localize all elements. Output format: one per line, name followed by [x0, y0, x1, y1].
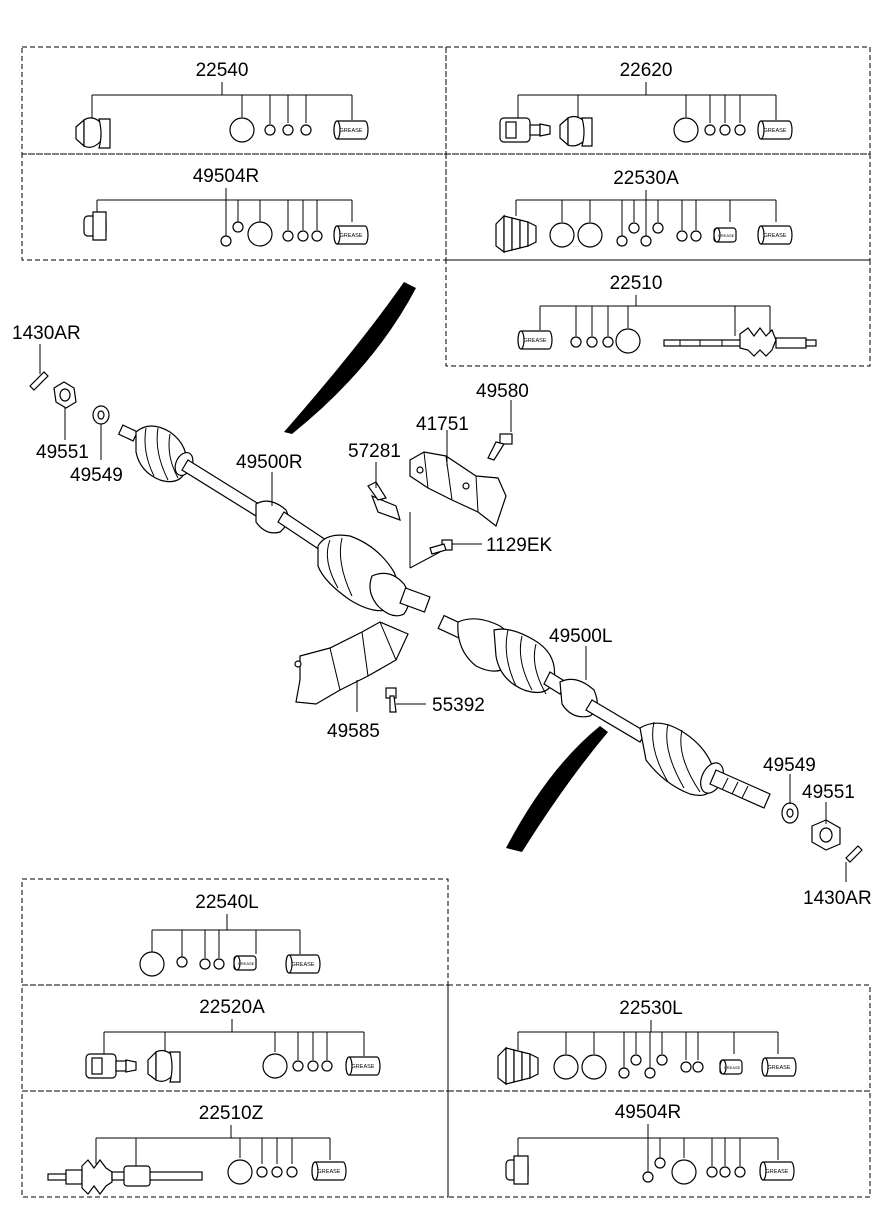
kit-label: 22620 [620, 60, 673, 81]
callout-49549-right: 49549 [763, 755, 816, 776]
grease-tube-icon [757, 120, 793, 140]
callout-49551-left: 49551 [36, 442, 89, 463]
bolt-55392[interactable] [385, 687, 397, 713]
callout-49551-right: 49551 [802, 782, 855, 803]
bolt-1129ek[interactable] [429, 539, 453, 555]
grease-tube-icon [311, 1161, 347, 1181]
bolt-49580[interactable] [487, 433, 513, 461]
kit-22620[interactable]: 22620 [499, 60, 793, 147]
kit-label: 22540 [196, 60, 249, 81]
callout-57281: 57281 [348, 441, 401, 462]
callout-49549-left: 49549 [70, 465, 123, 486]
connector-swoosh [506, 726, 608, 852]
callout-49585: 49585 [327, 721, 380, 742]
kit-label: 22530A [613, 168, 679, 189]
callout-1129ek: 1129EK [486, 535, 553, 556]
grease-tube-icon [759, 1161, 795, 1181]
callout-1430ar-top: 1430AR [12, 323, 81, 344]
grease-tube-icon [285, 954, 321, 974]
callout-49580: 49580 [476, 381, 529, 402]
nut-49551-left[interactable] [53, 381, 77, 409]
pin-1430ar-top[interactable] [29, 371, 49, 391]
bracket-41751[interactable] [409, 451, 507, 527]
bottom-kit-boxes [21, 878, 871, 1198]
callout-55392: 55392 [432, 695, 485, 716]
callout-49500r: 49500R [236, 452, 303, 473]
grease-tube-icon [517, 330, 553, 350]
kit-label: 22520A [199, 997, 265, 1018]
kit-22520a[interactable]: 22520A [85, 997, 381, 1083]
connector-swoosh [284, 282, 416, 434]
kit-label: 49504R [615, 1102, 682, 1123]
kit-label: 22510Z [199, 1103, 264, 1124]
pin-1430ar-bottom[interactable] [845, 845, 863, 863]
washer-49549-right[interactable] [781, 802, 799, 824]
kit-22530l[interactable]: 22530L [497, 998, 797, 1086]
callout-labels: 1430AR 49551 49549 49500R 57281 41751 49… [12, 323, 872, 909]
kit-label: 49504R [193, 166, 260, 187]
callout-41751: 41751 [416, 414, 469, 435]
grease-tube-icon [719, 1059, 743, 1075]
grease-tube-icon [757, 225, 793, 245]
washer-49549-left[interactable] [92, 405, 110, 425]
kit-22540l[interactable]: 22540L [139, 892, 321, 977]
kit-label: 22540L [195, 892, 258, 913]
grease-tube-icon [333, 120, 369, 140]
kit-49504r-bottom[interactable]: 49504R [505, 1102, 795, 1185]
drive-shaft-right[interactable] [117, 424, 431, 617]
drive-shaft-left[interactable] [437, 614, 771, 809]
top-kit-boxes [21, 46, 871, 367]
grease-tube-icon [333, 225, 369, 245]
kit-label: 22530L [619, 998, 682, 1019]
callout-1430ar-bottom: 1430AR [803, 888, 872, 909]
grease-tube-icon [233, 955, 257, 971]
clip-57281[interactable] [367, 481, 401, 521]
grease-tube-icon [713, 227, 737, 243]
callout-leaders [39, 344, 847, 882]
nut-49551-right[interactable] [811, 819, 841, 851]
kit-22510z[interactable]: 22510Z [47, 1103, 347, 1195]
bracket-49585[interactable] [294, 621, 409, 705]
grease-tube-icon [761, 1057, 797, 1077]
kit-22510[interactable]: 22510 [517, 273, 817, 357]
grease-tube-icon [345, 1056, 381, 1076]
kit-22540[interactable]: 22540 [75, 60, 369, 149]
callout-49500l: 49500L [549, 626, 612, 647]
kit-22530a[interactable]: 22530A [495, 168, 793, 254]
kit-49504r-top[interactable]: 49504R [83, 166, 369, 247]
kit-label: 22510 [610, 273, 663, 294]
